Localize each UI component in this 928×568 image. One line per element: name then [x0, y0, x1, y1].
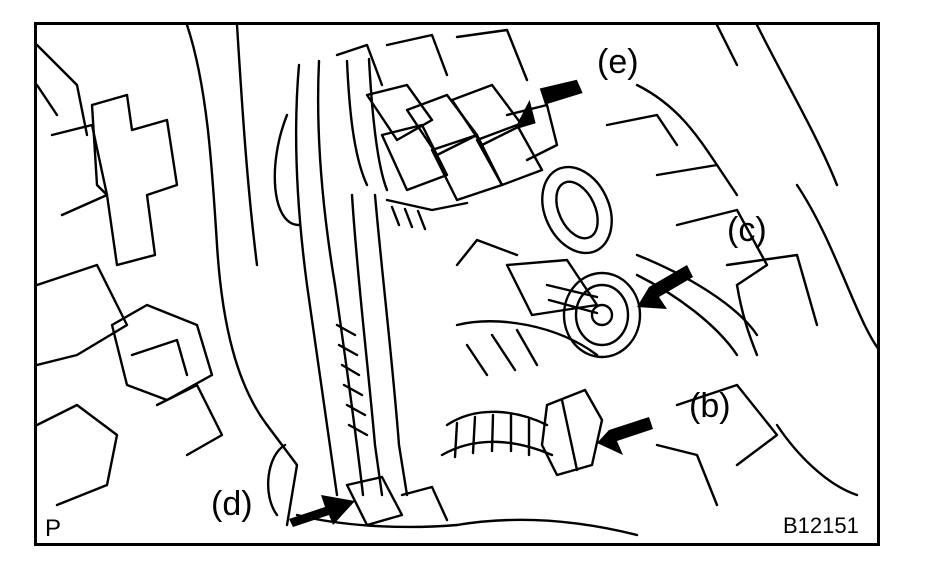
- callout-label-b: (b): [689, 387, 731, 425]
- connector-cluster: [335, 28, 559, 231]
- callout-label-e: (e): [597, 43, 639, 81]
- pointer-arrows: [289, 79, 693, 527]
- sensor-connector-c: [455, 238, 759, 359]
- corner-mark: P: [45, 515, 62, 542]
- hose-with-clamp-b: [440, 320, 604, 477]
- engine-block-left: [37, 25, 299, 527]
- clip-ring-e: [541, 83, 739, 255]
- callout-label-d: (d): [211, 485, 253, 523]
- arrow-e: [514, 79, 583, 130]
- illustration-frame: (e) (c) (b) (d) P B12151: [34, 22, 880, 546]
- callout-label-c: (c): [727, 211, 767, 249]
- arrow-b: [597, 417, 653, 455]
- arrow-c: [637, 265, 693, 309]
- engine-block-right: [655, 25, 877, 507]
- wiring-harness: [266, 57, 409, 517]
- arrow-d: [289, 495, 355, 527]
- figure-code: B12151: [783, 513, 859, 538]
- engine-line-drawing: [37, 25, 877, 537]
